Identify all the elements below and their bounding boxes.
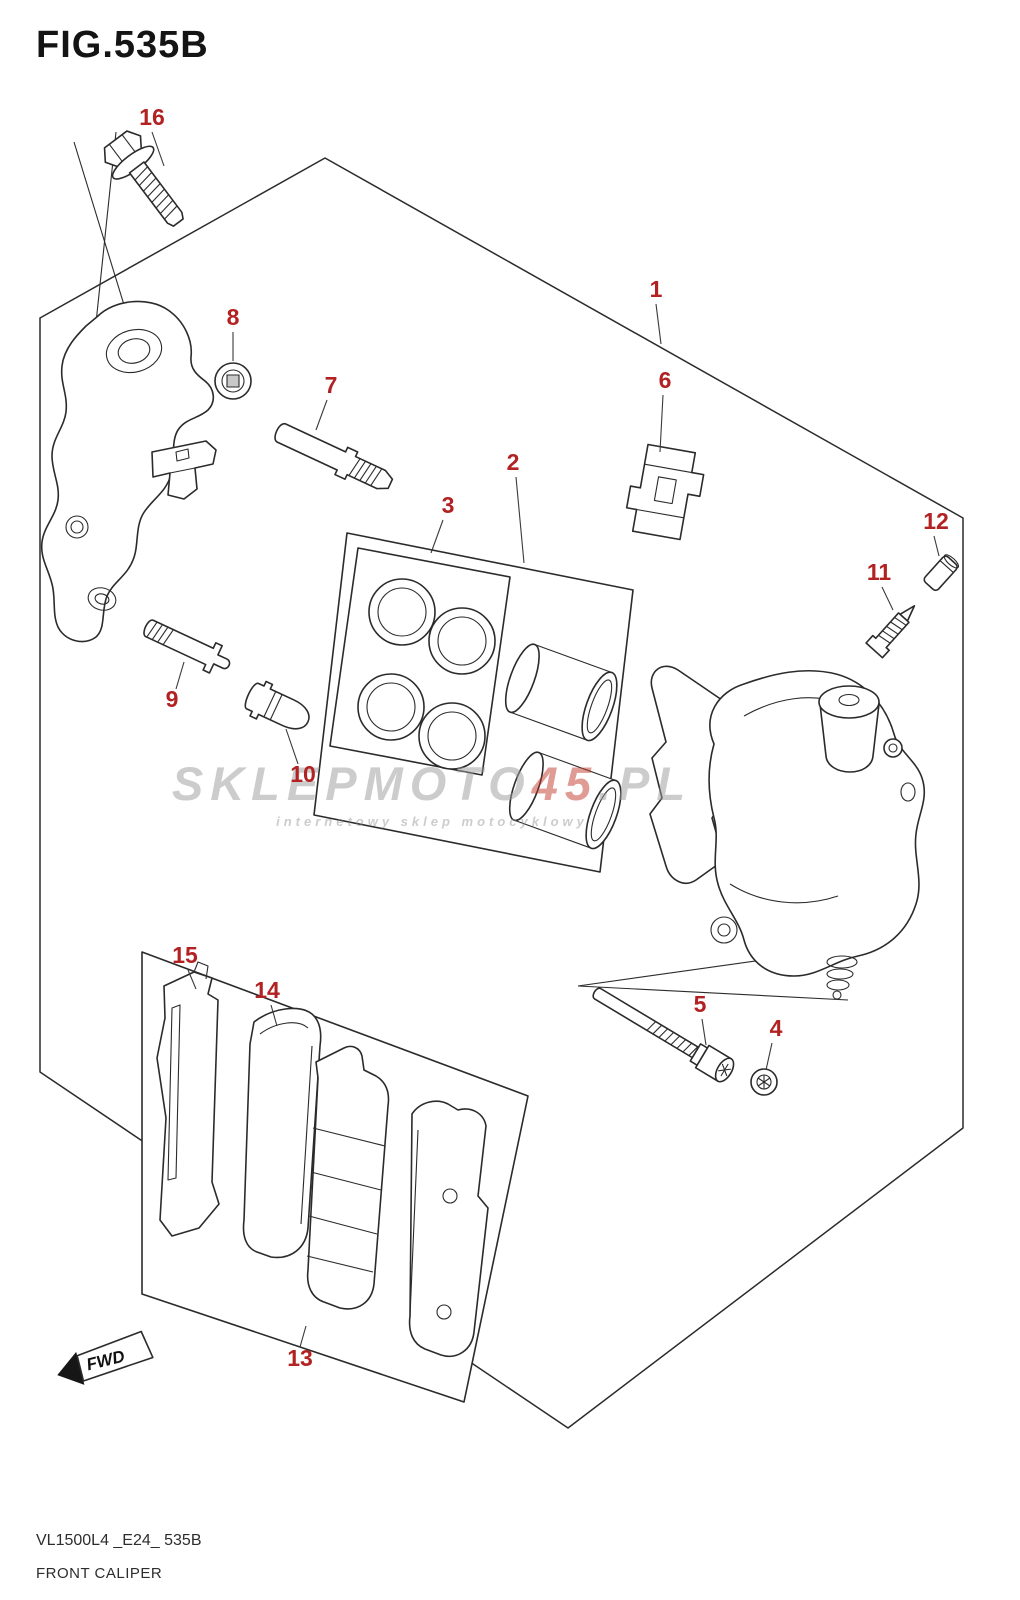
svg-text:SKLEPMOTO45.PL: SKLEPMOTO45.PL [172, 757, 692, 810]
watermark-main: SKLEPMOTO [172, 757, 532, 810]
caliper-bracket [40, 300, 215, 643]
callout-5-leader [701, 1018, 707, 1046]
callout-9-leader [175, 661, 185, 690]
callout-14: 14 [254, 977, 280, 1003]
boot-10 [244, 680, 310, 730]
callout-6: 6 [659, 367, 672, 393]
callout-1-leader [655, 303, 662, 345]
pad-pin-5 [592, 987, 735, 1083]
torx-screw-4 [750, 1068, 778, 1096]
callout-13: 13 [287, 1345, 313, 1371]
callout-13-leader [299, 1325, 307, 1348]
callout-15: 15 [172, 942, 198, 968]
bushing-8 [214, 362, 252, 400]
caliper-spring [826, 955, 858, 1000]
callout-3-leader [430, 519, 444, 554]
pad-set-box [141, 951, 529, 1403]
callout-14-leader [270, 1004, 278, 1027]
piston [504, 643, 618, 742]
callout-7: 7 [325, 372, 338, 398]
callout-3: 3 [442, 492, 455, 518]
callout-2: 2 [507, 449, 520, 475]
callout-9: 9 [166, 686, 179, 712]
callout-5: 5 [694, 991, 707, 1017]
callout-12: 12 [923, 508, 949, 534]
banjo-boss [818, 685, 903, 773]
figure-title: FIG.535B [36, 24, 209, 66]
pad-spring-clip-6 [625, 443, 705, 541]
callout-10-leader [285, 728, 299, 765]
watermark-suffix: .PL [598, 757, 692, 810]
callout-4-leader [765, 1042, 773, 1071]
callout-6-leader [659, 394, 664, 453]
guide-pin-7 [274, 423, 394, 490]
watermark-accent: 45 [531, 757, 598, 810]
callout-10: 10 [290, 761, 316, 787]
flange-bolt-16 [103, 130, 184, 227]
pad-support-plate [151, 440, 217, 500]
footer-figure-name: FRONT CALIPER [36, 1565, 163, 1582]
bleeder-cap-12 [923, 554, 960, 592]
callout-16: 16 [139, 104, 165, 130]
watermark: SKLEPMOTO45.PL internetowy sklep motocyk… [172, 757, 692, 829]
kit-box-outline [39, 157, 964, 1429]
watermark-tagline: internetowy sklep motocyklowy [276, 814, 588, 829]
callout-15-leader [187, 969, 197, 990]
callout-8: 8 [227, 304, 240, 330]
callout-12-leader [933, 535, 940, 557]
callout-7-leader [315, 399, 328, 431]
seal-ring [357, 578, 496, 770]
callout-16-leader [151, 131, 165, 167]
pad-shim-15 [156, 961, 220, 1237]
pad-back-14 [242, 1007, 322, 1259]
callout-11: 11 [867, 559, 892, 585]
callout-11-leader [881, 586, 894, 611]
seal-kit-box [313, 532, 634, 873]
callout-4: 4 [770, 1015, 783, 1041]
footer-model-code: VL1500L4 _E24_ 535B [36, 1532, 202, 1549]
bolt-threads [134, 166, 178, 220]
brake-pad-outer [408, 1100, 489, 1357]
callout-1: 1 [650, 276, 663, 302]
brake-pad-inner [306, 1045, 390, 1310]
guide-pin-9 [143, 619, 231, 674]
piston [508, 751, 622, 850]
fwd-arrow-icon: FWD [57, 1330, 154, 1385]
callout-2-leader [515, 476, 525, 564]
bleeder-screw-11 [865, 604, 916, 659]
caliper-body [649, 554, 960, 1000]
